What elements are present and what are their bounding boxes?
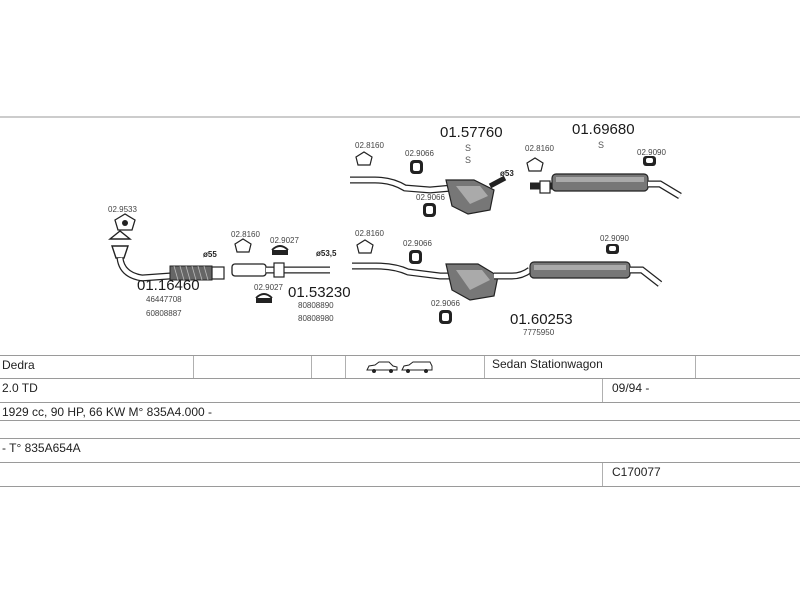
ref-number: 80808890	[298, 301, 334, 310]
part-number-01-16460: 01.16460	[137, 277, 200, 294]
rubber-ring-icon[interactable]	[423, 203, 436, 217]
callout-02-8160: 02.8160	[355, 141, 384, 150]
type-code: - T° 835A654A	[2, 441, 81, 455]
part-number-01-53230: 01.53230	[288, 284, 351, 301]
callout-02-8160: 02.8160	[355, 229, 384, 238]
car-body-icons	[366, 361, 433, 373]
engine-specs: 1929 cc, 90 HP, 66 KW M° 835A4.000 -	[2, 405, 213, 419]
table-row-line	[0, 438, 800, 439]
body-types: Sedan Stationwagon	[492, 357, 603, 371]
center-silencer-01-57760[interactable]	[350, 175, 507, 215]
table-cell-divider	[602, 379, 603, 402]
ref-number: 60808887	[146, 309, 182, 318]
table-cell-divider	[345, 356, 346, 378]
rubber-hanger-icon[interactable]	[234, 238, 252, 253]
callout-02-9066: 02.9066	[431, 299, 460, 308]
stationwagon-car-icon	[401, 361, 433, 373]
rear-exhaust-01-60253[interactable]	[352, 261, 663, 301]
rubber-ring-icon[interactable]	[606, 244, 619, 254]
callout-02-9533: 02.9533	[108, 205, 137, 214]
table-row-line	[0, 402, 800, 403]
rubber-ring-icon[interactable]	[643, 156, 656, 166]
table-cell-divider	[311, 356, 312, 378]
rubber-hanger-icon[interactable]	[355, 151, 373, 166]
middle-pipe-01-53230[interactable]	[231, 262, 330, 278]
table-row-line	[0, 420, 800, 421]
s-mark: S	[465, 155, 471, 165]
part-number-01-69680: 01.69680	[572, 121, 635, 138]
table-row-line	[0, 355, 800, 356]
clamp-icon[interactable]	[255, 293, 273, 303]
diameter-label-53-5: ø53,5	[316, 249, 337, 258]
part-number-01-57760: 01.57760	[440, 124, 503, 141]
callout-02-9066: 02.9066	[403, 239, 432, 248]
callout-02-8160: 02.8160	[525, 144, 554, 153]
callout-02-8160: 02.8160	[231, 230, 260, 239]
clamp-icon[interactable]	[114, 213, 136, 231]
table-row-line	[0, 486, 800, 487]
catalog-code: C170077	[612, 465, 661, 479]
table-row-line	[0, 462, 800, 463]
table-row-line	[0, 378, 800, 379]
production-date: 09/94 -	[612, 381, 650, 395]
rubber-hanger-icon[interactable]	[356, 239, 374, 254]
s-mark: S	[465, 143, 471, 153]
table-cell-divider	[602, 463, 603, 486]
ref-number: 80808980	[298, 314, 334, 323]
callout-02-9027: 02.9027	[254, 283, 283, 292]
rear-silencer-01-69680[interactable]	[530, 173, 682, 200]
engine-size: 2.0 TD	[2, 381, 38, 395]
rubber-hanger-icon[interactable]	[526, 157, 544, 172]
part-number-01-60253: 01.60253	[510, 311, 573, 328]
rubber-ring-icon[interactable]	[409, 250, 422, 264]
model-name: Dedra	[2, 358, 35, 372]
table-cell-divider	[695, 356, 696, 378]
callout-02-9027: 02.9027	[270, 236, 299, 245]
ref-number: 7775950	[523, 328, 555, 337]
rubber-ring-icon[interactable]	[439, 310, 452, 324]
callout-02-9066: 02.9066	[416, 193, 445, 202]
diameter-label-55: ø55	[203, 250, 217, 259]
rubber-ring-icon[interactable]	[410, 160, 423, 174]
sedan-car-icon	[366, 361, 398, 373]
diameter-label-53: ø53	[500, 169, 514, 178]
s-mark: S	[598, 140, 604, 150]
table-cell-divider	[193, 356, 194, 378]
clamp-icon[interactable]	[271, 245, 289, 255]
front-pipe-01-16460[interactable]	[108, 230, 225, 282]
callout-02-9090: 02.9090	[600, 234, 629, 243]
table-cell-divider	[484, 356, 485, 378]
callout-02-9066: 02.9066	[405, 149, 434, 158]
callout-02-9090: 02.9090	[637, 148, 666, 157]
ref-number: 46447708	[146, 295, 182, 304]
exhaust-system-diagram: 02.9533 ø55 01.16460 46447708 60808887 0…	[0, 116, 800, 337]
